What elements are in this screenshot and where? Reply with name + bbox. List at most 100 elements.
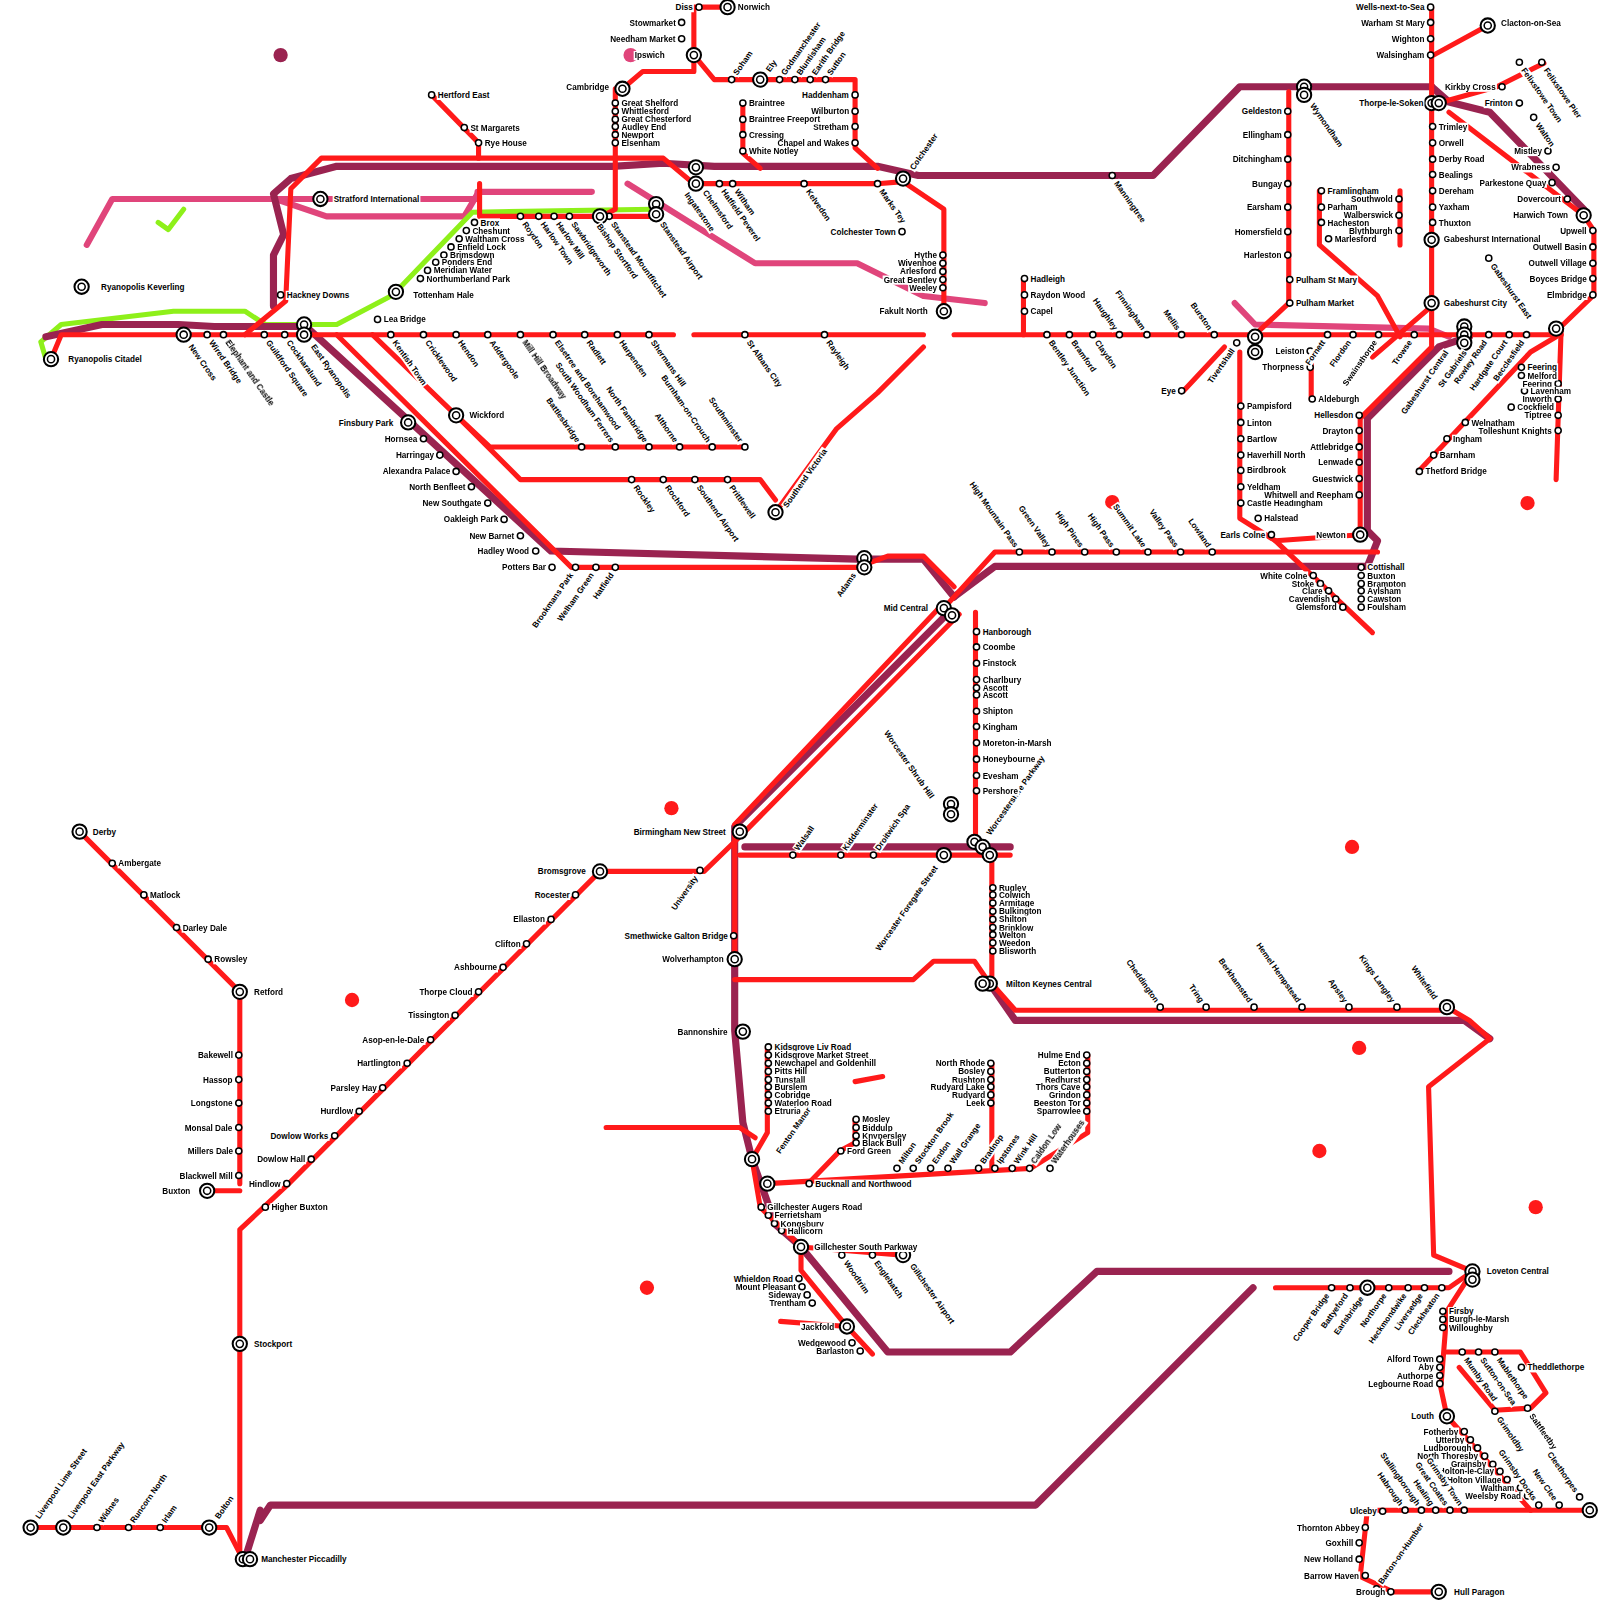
station-dot [973,708,979,714]
rail-line [1429,1007,1490,1271]
station-dot [1499,84,1505,90]
station-dot [1516,59,1522,65]
station-dot [1287,277,1293,283]
station-dot [1287,300,1293,306]
station-dot [973,740,979,746]
station-dot [940,260,946,266]
station-label: Rye House [484,138,528,147]
station-label: Braintree Freeport [748,115,821,124]
rail-line [1432,87,1584,209]
station-label: Hartlington [356,1059,402,1068]
station-label: Coombe [982,642,1017,651]
station-label: Hassop [202,1075,234,1084]
station-dot [1211,332,1217,338]
rail-line [732,832,737,965]
station-label: Mistley [1513,146,1543,155]
station-dot [1516,100,1522,106]
station-dot [612,108,618,114]
station-label: Kirkby Cross [1444,82,1497,91]
station-dot [1027,1165,1033,1171]
station-label: Gillchester South Parkway [813,1242,918,1251]
station-dot [853,1116,859,1122]
station-label: Althorne [652,410,680,444]
station-dot [1084,1100,1090,1106]
station-dot [1418,1507,1424,1513]
station-dot [990,924,996,930]
interchange-core [843,1323,850,1330]
station-label: Birmingham New Street [633,827,727,836]
station-label: Aldeburgh [1317,394,1360,403]
interchange-core [60,1524,67,1531]
station-dot [1047,1165,1053,1171]
station-dot [236,1148,242,1154]
station-dot [1285,204,1291,210]
station-dot [424,267,430,273]
interchange-core [899,1252,906,1259]
interchange-ring [56,1520,70,1534]
station-label: Clacton-on-Sea [1500,18,1562,27]
station-dot [1356,492,1362,498]
station-dot [236,1172,242,1178]
station-dot [94,1524,100,1530]
station-label: Jackfold [800,1322,835,1331]
station-dot [729,77,735,83]
station-label: Weeley [908,283,938,292]
station-label: Orwell [1438,138,1465,147]
station-dot [765,1052,771,1058]
station-label: Addergoole [487,337,522,381]
station-dot [1421,1285,1427,1291]
interchange-core [405,419,412,426]
station-label: Gabeshurst International [1443,234,1542,243]
rail-line [745,614,959,831]
station-label: Diss [674,3,693,12]
station-dot [765,1108,771,1114]
station-dot [572,564,578,570]
station-dot [1021,276,1027,282]
station-label: Ulceby [1349,1507,1378,1516]
station-dot [420,332,426,338]
station-dot [1340,604,1346,610]
rail-line [1441,1271,1590,1510]
interchange-ring [1297,88,1311,102]
interchange-ring [1440,1409,1454,1423]
station-label: Prittlewell [727,482,758,521]
station-label: Valley Pass [1147,506,1181,549]
station-dot [1474,1445,1480,1451]
interchange-ring [649,207,663,221]
interchange-core [940,308,947,315]
rail-line [240,871,600,1559]
station-dot [126,1524,132,1530]
interchange-ring [1583,1503,1597,1517]
station-dot [1324,332,1330,338]
rail-line [480,184,659,217]
station-dot [1430,204,1436,210]
station-label: Hull Paragon [1453,1587,1505,1596]
station-dot [1590,228,1596,234]
station-dot [517,533,523,539]
station-label: Earls Colne [1219,530,1266,539]
station-dot [380,1085,386,1091]
station-label: Birdbrook [1246,466,1287,475]
station-dot [801,181,807,187]
rail-line [694,332,924,337]
station-dot [612,140,618,146]
station-dot [332,1133,338,1139]
interchange-core [797,1243,804,1250]
station-label: Barlaston [815,1346,855,1355]
station-label: Shipton [982,707,1014,716]
station-dot [485,500,491,506]
station-label: High Mountain Pass [967,479,1020,550]
station-dot [536,213,542,219]
station-dot [1523,332,1529,338]
station-dot [579,444,585,450]
interchange-core [748,1156,755,1163]
interchange-core [1252,333,1259,340]
station-dot [1084,1077,1090,1083]
station-dot [1439,1285,1445,1291]
station-dot [973,629,979,635]
interchange-ring [72,824,86,838]
station-dot [1437,1356,1443,1362]
station-dot [696,4,702,10]
station-label: Frinton [1484,98,1514,107]
